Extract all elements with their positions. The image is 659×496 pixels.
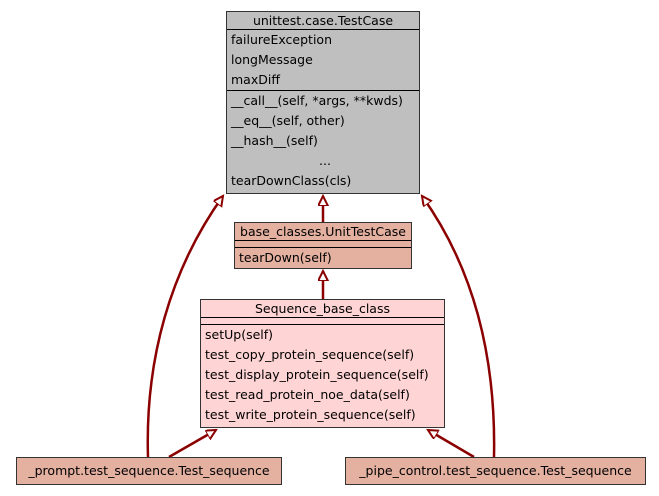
attribute: failureException: [231, 32, 333, 47]
method: tearDownClass(cls): [231, 173, 352, 188]
method: test_read_protein_noe_data(self): [205, 387, 410, 402]
attribute: longMessage: [231, 52, 313, 67]
method: test_display_protein_sequence(self): [205, 367, 429, 382]
class-unittestcase[interactable]: base_classes.UnitTestCase tearDown(self): [234, 222, 412, 269]
edge-prompt-to-sequence: [168, 430, 216, 459]
method: test_copy_protein_sequence(self): [205, 347, 415, 362]
class-prompt-test-sequence[interactable]: _prompt.test_sequence.Test_sequence: [16, 457, 282, 485]
method: setUp(self): [205, 327, 274, 342]
method: tearDown(self): [239, 250, 332, 265]
edge-pipe-to-testcase: [422, 196, 496, 458]
method: __hash__(self): [231, 133, 318, 148]
edge-prompt-to-testcase: [146, 196, 223, 458]
attribute: maxDiff: [231, 72, 280, 87]
class-testcase-name: unittest.case.TestCase: [252, 13, 394, 28]
method-ellipsis: ...: [319, 153, 331, 168]
class-sequence-base-methods: setUp(self) test_copy_protein_sequence(s…: [201, 324, 444, 425]
class-testcase[interactable]: unittest.case.TestCase failureException …: [226, 11, 420, 194]
method: __eq__(self, other): [231, 113, 345, 128]
class-unittestcase-attributes: [235, 240, 411, 247]
class-pipe-control-test-sequence[interactable]: _pipe_control.test_sequence.Test_sequenc…: [345, 457, 646, 485]
class-sequence-base-attributes: [201, 317, 444, 324]
method: __call__(self, *args, **kwds): [231, 93, 403, 108]
method: test_write_protein_sequence(self): [205, 407, 416, 422]
class-sequence-base[interactable]: Sequence_base_class setUp(self) test_cop…: [200, 299, 445, 428]
class-unittestcase-name: base_classes.UnitTestCase: [240, 224, 406, 239]
class-sequence-base-name: Sequence_base_class: [255, 301, 390, 316]
edge-pipe-to-sequence: [428, 430, 475, 459]
class-testcase-attributes: failureException longMessage maxDiff: [227, 29, 419, 90]
class-testcase-methods: __call__(self, *args, **kwds) __eq__(sel…: [227, 90, 419, 191]
class-unittestcase-methods: tearDown(self): [235, 247, 411, 268]
